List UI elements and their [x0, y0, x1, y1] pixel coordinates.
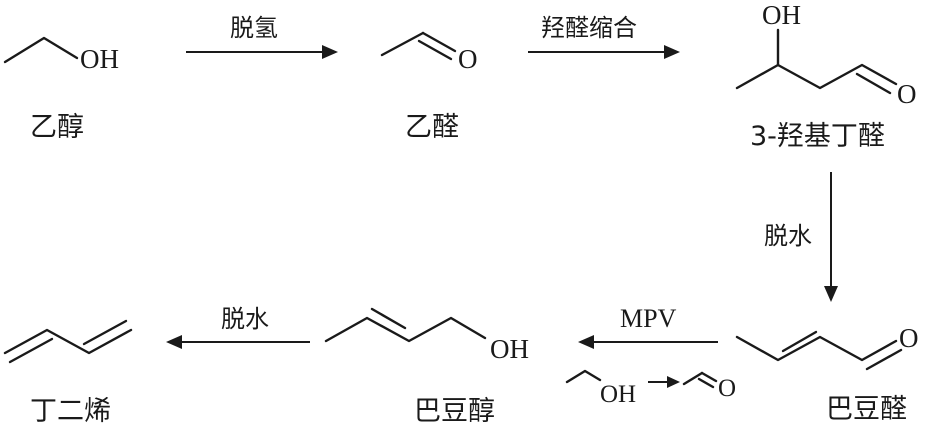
hydroxybutanal-carbonyl-bond: [855, 72, 892, 95]
mpv-acetaldehyde-structure: O: [682, 371, 736, 402]
hydroxybutanal-oxygen: O: [897, 79, 917, 109]
hydroxybutanal-hydroxyl: OH: [762, 0, 801, 30]
mpv-acetaldehyde-c-c-bond: [682, 371, 704, 386]
acetaldehyde-structure: O: [380, 31, 478, 74]
dehydration-1-arrow: [824, 172, 838, 302]
dehydration-1-condition: 脱水: [764, 222, 812, 250]
butadiene-skeleton: [3, 328, 133, 355]
crotonaldehyde-structure: O: [735, 323, 919, 371]
ethanol-hydroxyl: OH: [80, 44, 119, 74]
crotyl-alcohol-structure: OH: [324, 307, 529, 364]
crotyl-alcohol-label: 巴豆醇: [414, 396, 495, 427]
hydroxybutanal-structure: OH O: [735, 0, 917, 109]
hydroxybutanal-skeleton: [735, 63, 898, 90]
acetaldehyde-c-o-bond-2: [417, 39, 453, 61]
mpv-condition: MPV: [620, 304, 677, 333]
mpv-acetaldehyde-oxygen: O: [718, 375, 736, 402]
butadiene-label: 丁二烯: [30, 396, 111, 427]
butadiene-double-bond-2: [82, 319, 128, 346]
crotonaldehyde-carbonyl-bond: [865, 348, 903, 371]
butadiene-structure: [3, 319, 133, 364]
mpv-ethanol-hydroxyl: OH: [600, 381, 636, 408]
acetaldehyde-c-c-bond: [380, 31, 425, 57]
crotyl-alcohol-double-bond: [370, 307, 407, 330]
mpv-arrow: [578, 335, 718, 349]
dehydrogenation-arrow: [186, 45, 338, 59]
mpv-acetaldehyde-c-o-bond-1: [700, 371, 718, 383]
acetaldehyde-label: 乙醛: [405, 112, 459, 143]
acetaldehyde-c-o-bond-1: [421, 31, 457, 53]
crotonaldehyde-oxygen: O: [899, 323, 919, 353]
ethanol-structure: OH: [3, 36, 119, 74]
crotonaldehyde-label: 巴豆醛: [826, 394, 907, 425]
aldol-arrow: [528, 45, 680, 59]
crotonaldehyde-c-c-double-bond: [781, 330, 818, 353]
mpv-small-arrow: [648, 376, 680, 388]
aldol-condition: 羟醛缩合: [541, 14, 637, 42]
ethanol-label: 乙醇: [30, 112, 84, 143]
crotonaldehyde-skeleton: [735, 335, 898, 362]
crotyl-alcohol-hydroxyl: OH: [490, 334, 529, 364]
crotyl-alcohol-skeleton: [324, 316, 487, 343]
dehydration-2-arrow: [166, 335, 310, 349]
mpv-acetaldehyde-c-o-bond-2: [697, 377, 715, 389]
hydroxybutanal-label: 3-羟基丁醛: [750, 121, 885, 152]
butadiene-double-bond-1: [8, 337, 54, 364]
dehydrogenation-condition: 脱氢: [230, 14, 278, 42]
ethanol-skeleton: [3, 36, 79, 64]
mpv-ethanol-skeleton: [565, 369, 602, 384]
mpv-ethanol-structure: OH: [565, 369, 636, 408]
dehydration-2-condition: 脱水: [221, 305, 269, 333]
acetaldehyde-oxygen: O: [458, 44, 478, 74]
